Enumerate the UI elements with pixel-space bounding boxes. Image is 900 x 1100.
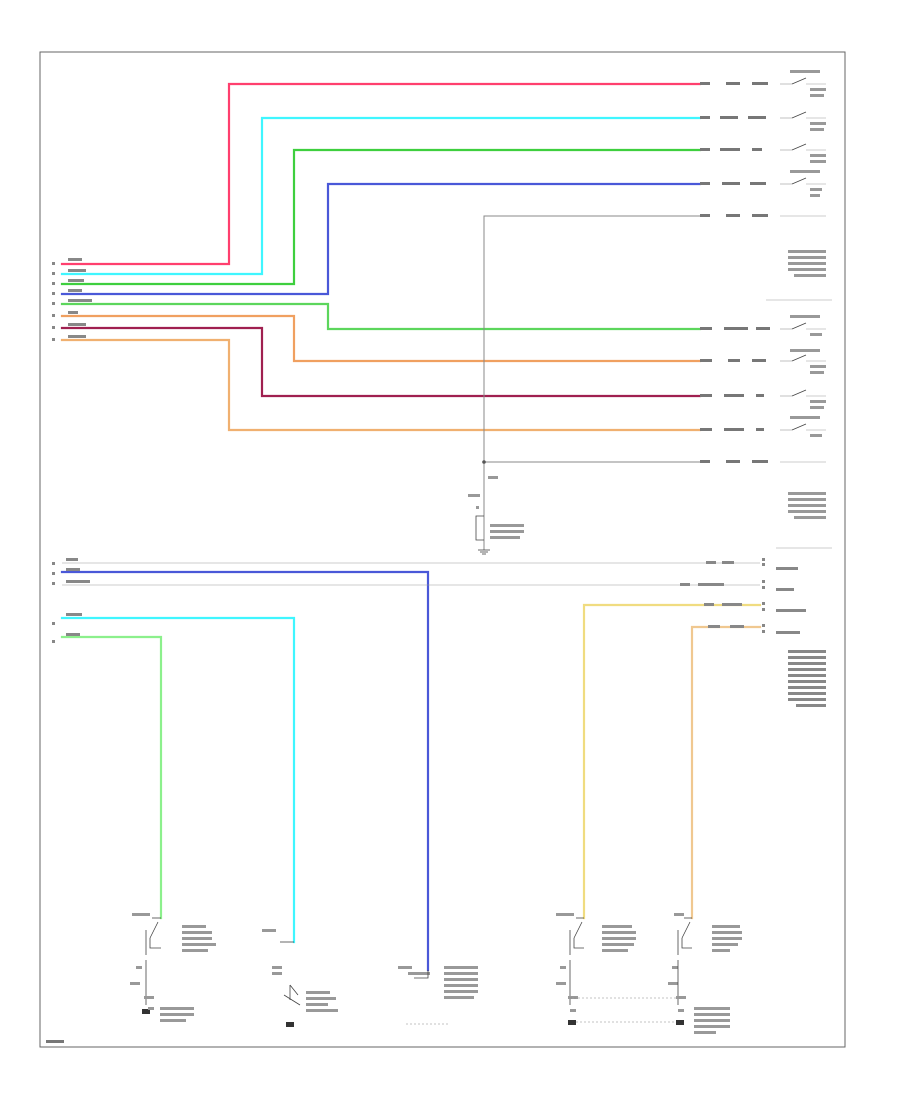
ground-symbol [478, 549, 490, 555]
wire-tan [60, 314, 702, 363]
switch-symbol [780, 177, 826, 197]
switch-symbol [780, 389, 826, 409]
bottom-switch-tailgate [262, 929, 338, 1027]
switch-symbol [780, 111, 826, 131]
left-side-mirror-switch-label [788, 250, 826, 277]
switch-symbol [780, 349, 826, 374]
bottom-switch-left [130, 913, 216, 1022]
wire-purple [60, 326, 702, 398]
footer-mark [46, 1040, 64, 1043]
bottom-electronic-brake-switch [398, 966, 478, 1025]
ground-symbol [142, 1009, 150, 1014]
wire-light-blue [60, 116, 702, 276]
pcm-connector [680, 547, 832, 707]
diagram-frame [39, 51, 846, 1048]
ground-symbol [676, 1020, 684, 1025]
switch-symbol [780, 315, 826, 336]
wire-pink [60, 82, 702, 266]
wire-blue-lower [60, 570, 430, 972]
center-ground [468, 476, 524, 555]
upper-harness [60, 82, 702, 550]
wire-dark-green [60, 302, 702, 331]
switch-symbol [780, 70, 826, 97]
right-side-mirror-switch-label [788, 492, 826, 519]
upper-switches [766, 70, 832, 519]
ground-symbol [286, 1022, 294, 1027]
ground-symbol [568, 1020, 576, 1025]
bottom-switch-tan [668, 913, 742, 1034]
lower-harness [60, 562, 762, 972]
wire-orange [60, 338, 702, 432]
left-connector-lower [52, 558, 90, 643]
wire-green [60, 148, 702, 286]
left-connector-upper [52, 258, 92, 341]
wire-tan-lower [690, 625, 762, 920]
splice-dot [482, 460, 486, 464]
switch-symbol [780, 143, 826, 173]
upper-wire-labels [700, 82, 770, 463]
switch-symbol [780, 416, 826, 437]
wire-light-blue-lower [60, 616, 296, 944]
wire-grey-ground [483, 215, 700, 463]
wire-light-green-lower [60, 635, 163, 920]
wire-blue [60, 182, 702, 296]
bottom-switch-yellow [556, 913, 636, 1025]
wire-yellow-lower [582, 603, 762, 920]
